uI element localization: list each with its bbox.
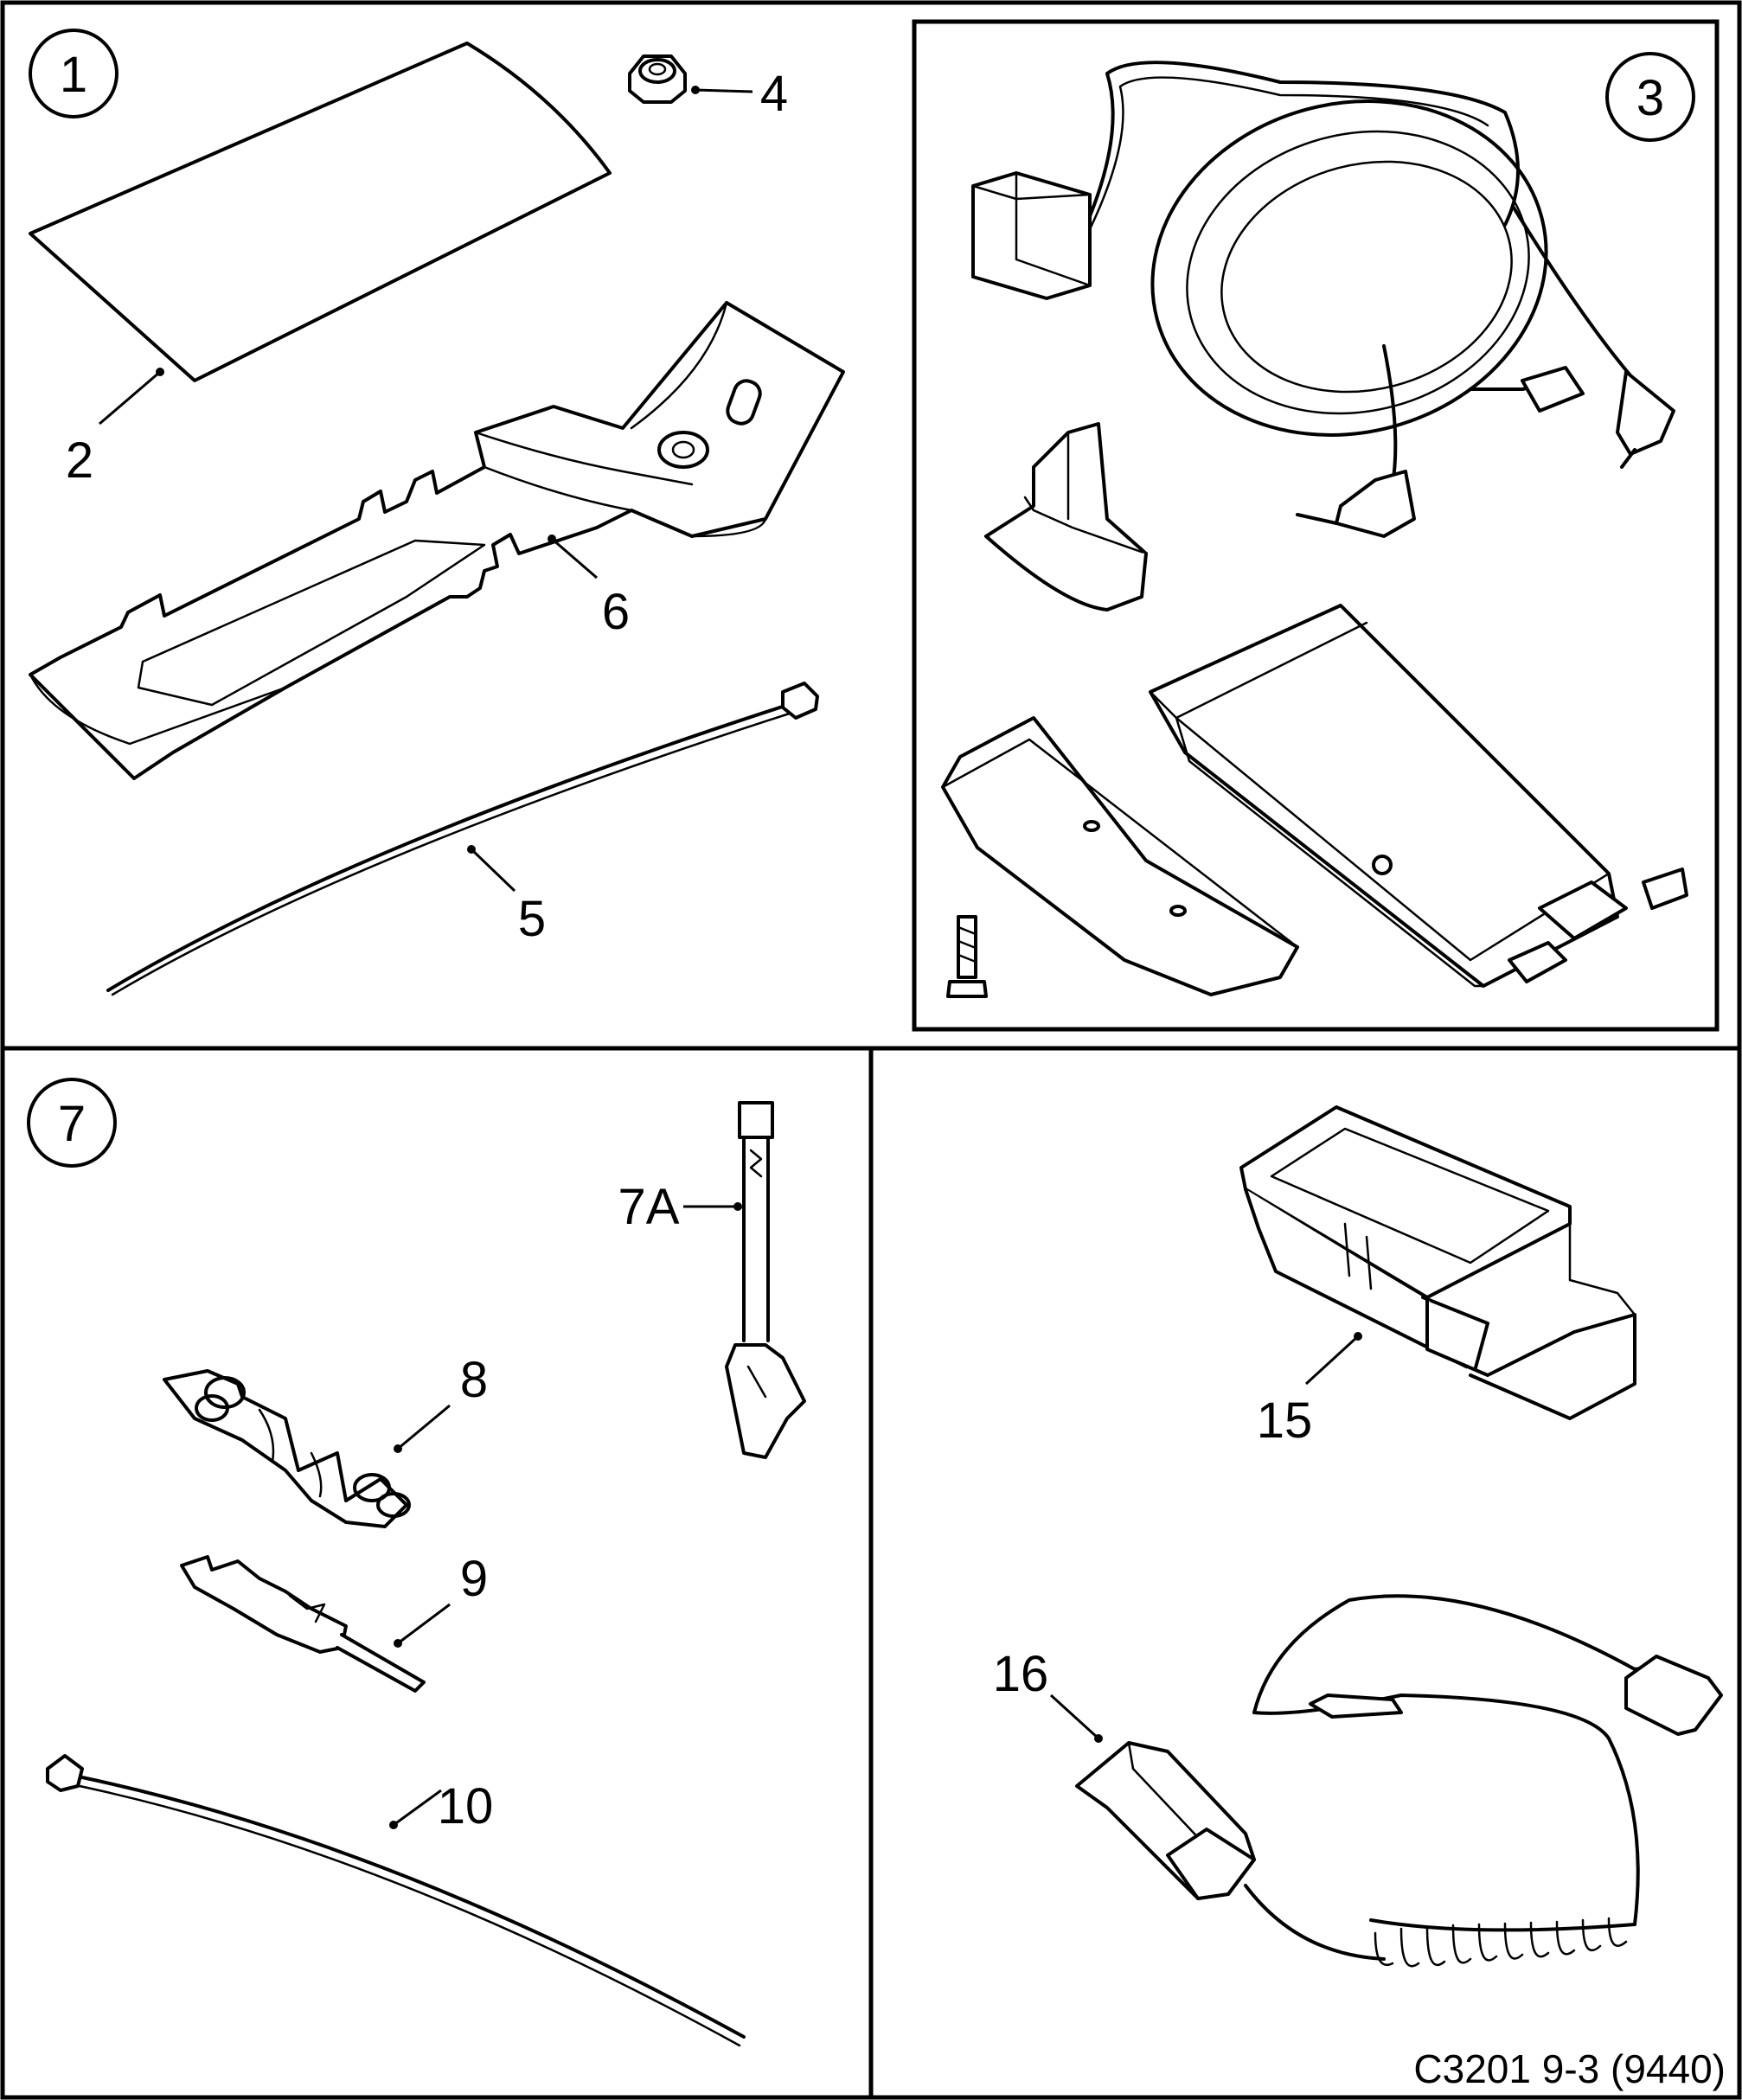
svg-text:7A: 7A: [618, 1179, 680, 1235]
svg-text:2: 2: [66, 432, 93, 489]
svg-text:16: 16: [993, 1646, 1049, 1702]
callout-4: 4: [691, 66, 788, 122]
svg-text:4: 4: [760, 66, 788, 122]
svg-text:1: 1: [60, 47, 87, 103]
callout-16: 16: [993, 1646, 1103, 1743]
svg-text:10: 10: [438, 1778, 494, 1834]
svg-text:7: 7: [58, 1096, 86, 1152]
part-5-cable-tie: [106, 682, 819, 996]
svg-text:15: 15: [1257, 1393, 1313, 1449]
kit-3-screw: [946, 915, 988, 998]
part-10-cable-tie: [46, 1754, 746, 2047]
svg-text:6: 6: [602, 584, 630, 640]
group-circle-1: 1: [29, 29, 118, 118]
part-9-pin-terminal: [180, 1555, 426, 1693]
svg-text:3: 3: [1636, 70, 1664, 126]
kit-3-frame: [912, 19, 1720, 1032]
part-8-terminal: [163, 1369, 411, 1528]
svg-text:9: 9: [460, 1551, 488, 1607]
part-4-nut: [628, 54, 687, 104]
callout-7a: 7A: [618, 1179, 742, 1235]
callout-2: 2: [66, 368, 164, 489]
part-7a-cable-connector: [725, 1101, 806, 1459]
part-16-handset-cord: [1075, 1594, 1723, 1968]
svg-text:8: 8: [460, 1352, 488, 1408]
group-circle-3: 3: [1605, 52, 1695, 142]
kit-3-base-plate: [941, 716, 1299, 996]
callout-5: 5: [467, 845, 546, 947]
kit-3-holder-clip: [984, 422, 1148, 611]
part-2-adhesive-pad: [29, 42, 612, 382]
callout-10: 10: [389, 1778, 493, 1834]
group-circle-7: 7: [27, 1078, 117, 1168]
part-6-bracket: [29, 301, 845, 780]
kit-3-cable-harness: [971, 61, 1675, 538]
part-15-display-unit: [1239, 1105, 1636, 1420]
svg-text:5: 5: [518, 891, 546, 947]
callout-15: 15: [1257, 1332, 1362, 1449]
callout-6: 6: [548, 535, 630, 640]
kit-3-control-module: [1149, 604, 1688, 988]
callout-8: 8: [394, 1352, 488, 1453]
drawing-code: C3201 9-3 (9440): [1413, 2046, 1726, 2091]
callout-9: 9: [394, 1551, 488, 1648]
